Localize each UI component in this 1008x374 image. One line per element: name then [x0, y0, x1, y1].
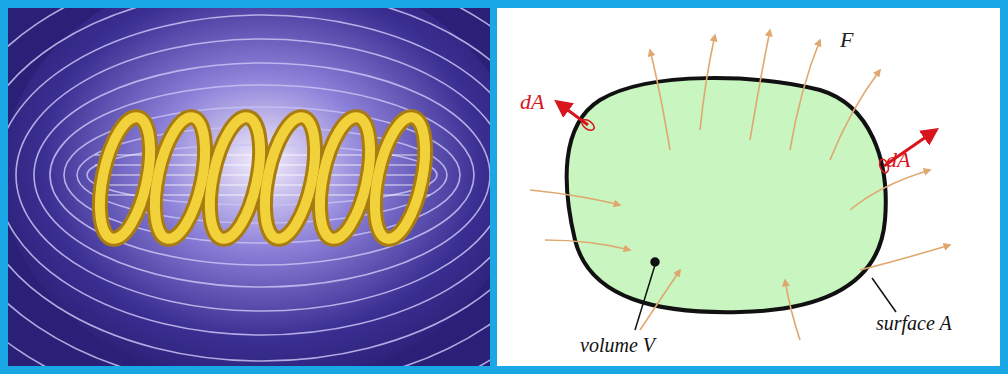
solenoid-coils: [91, 113, 435, 243]
surface-label: surface A: [876, 312, 952, 334]
area-element: dA⃗: [886, 148, 928, 172]
normal-arrows: [557, 102, 936, 166]
solenoid-field: [8, 8, 490, 366]
panel: [497, 8, 1000, 366]
field-arrows: [530, 30, 950, 340]
area-element: dA⃗: [520, 90, 562, 114]
leader-lines: [635, 258, 896, 330]
field-symbol: F⃗: [840, 28, 871, 52]
volume-label: volume V: [580, 334, 655, 356]
volume-blob: [567, 78, 886, 312]
area-patches: [580, 118, 890, 174]
